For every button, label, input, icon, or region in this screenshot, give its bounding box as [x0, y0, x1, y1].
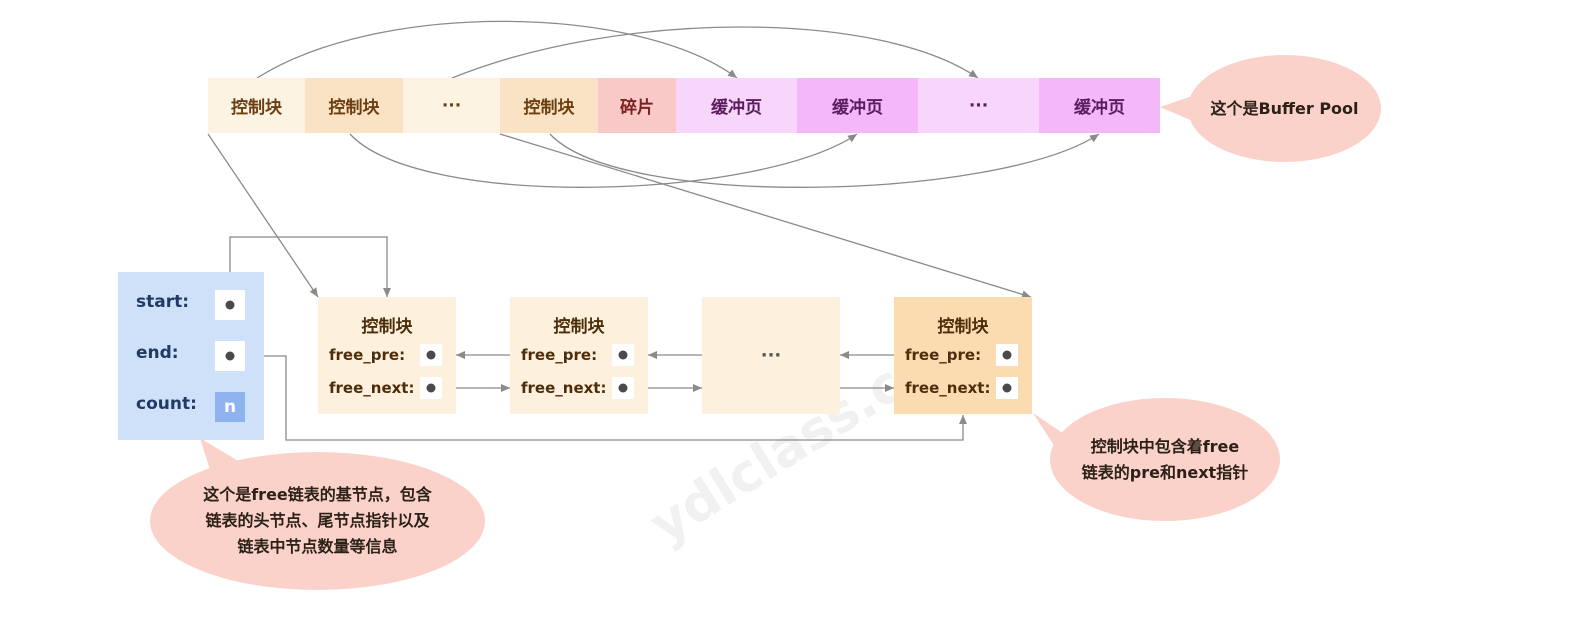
arc-ctrl4-to-page3	[549, 133, 1100, 188]
pool-cell-ellipsis-1: ···	[403, 78, 500, 133]
arrow-pool-to-node4	[499, 133, 1032, 299]
buffer-pool-callout-text: 这个是Buffer Pool	[1210, 98, 1359, 118]
free-pre-slot	[420, 344, 442, 366]
node-callout-line-2: 链表的pre和next指针	[1081, 462, 1249, 482]
pool-cell-buffer-page-3: 缓冲页	[1039, 78, 1160, 133]
free-pre-label: free_pre:	[521, 346, 598, 364]
node-ellipsis: ···	[760, 345, 782, 366]
free-next-slot	[420, 377, 442, 399]
pool-cell-control-block-3: 控制块	[500, 78, 598, 133]
free-list-node-last: 控制块 free_pre: free_next:	[894, 297, 1032, 414]
free-next-label: free_next:	[521, 379, 607, 397]
start-label: start:	[136, 292, 190, 312]
node-callout: 控制块中包含着free 链表的pre和next指针	[1050, 398, 1280, 521]
node-callout-line-1: 控制块中包含着free	[1090, 436, 1240, 456]
free-pre-dot	[618, 350, 628, 360]
node-title: 控制块	[361, 317, 413, 337]
pool-cell-control-block-1: 控制块	[208, 78, 305, 133]
buffer-pool-callout: 这个是Buffer Pool	[1188, 55, 1381, 162]
free-list-node-ellipsis: ···	[702, 297, 840, 414]
free-list-base-node: start: end: count: n	[118, 272, 264, 440]
count-value: n	[215, 392, 245, 422]
free-list-node-2: 控制块 free_pre: free_next:	[510, 297, 648, 414]
arrow-pool-to-node1	[207, 133, 319, 298]
pool-cell-fragment: 碎片	[598, 78, 676, 133]
base-node-callout-line-2: 链表的头节点、尾节点指针以及	[205, 511, 430, 530]
arc-ctrl1-to-page1	[256, 20, 738, 79]
free-next-slot	[996, 377, 1018, 399]
free-next-label: free_next:	[329, 379, 415, 397]
base-node-callout-line-3: 链表中节点数量等信息	[237, 537, 398, 556]
arc-ctrl2-to-page2	[349, 133, 858, 188]
base-node-callout: 这个是free链表的基节点，包含 链表的头节点、尾节点指针以及 链表中节点数量等…	[150, 452, 485, 590]
count-label: count:	[136, 394, 197, 414]
free-pre-label: free_pre:	[905, 346, 982, 364]
node-title: 控制块	[937, 317, 989, 337]
pool-cell-control-block-2: 控制块	[305, 78, 403, 133]
end-pointer-dot	[225, 351, 235, 361]
free-pre-slot	[612, 344, 634, 366]
node-title: 控制块	[553, 317, 605, 337]
free-next-dot	[1002, 383, 1012, 393]
end-label: end:	[136, 343, 179, 363]
pool-callout-tail	[1160, 95, 1195, 122]
start-pointer-slot	[215, 290, 245, 320]
pool-cell-ellipsis-2: ···	[918, 78, 1039, 133]
start-pointer-dot	[225, 300, 235, 310]
free-pre-dot	[426, 350, 436, 360]
free-next-dot	[618, 383, 628, 393]
free-next-slot	[612, 377, 634, 399]
free-pre-label: free_pre:	[329, 346, 406, 364]
arrow-end-pointer	[230, 355, 967, 441]
pool-cell-buffer-page-1: 缓冲页	[676, 78, 797, 133]
end-pointer-slot	[215, 341, 245, 371]
arc-ctrl3-to-page2	[451, 26, 979, 79]
arrow-start-pointer	[229, 236, 391, 305]
free-next-label: free_next:	[905, 379, 991, 397]
free-pre-slot	[996, 344, 1018, 366]
free-list-node-1: 控制块 free_pre: free_next:	[318, 297, 456, 414]
pool-cell-buffer-page-2: 缓冲页	[797, 78, 918, 133]
free-next-dot	[426, 383, 436, 393]
base-node-callout-line-1: 这个是free链表的基节点，包含	[203, 485, 432, 504]
free-pre-dot	[1002, 350, 1012, 360]
